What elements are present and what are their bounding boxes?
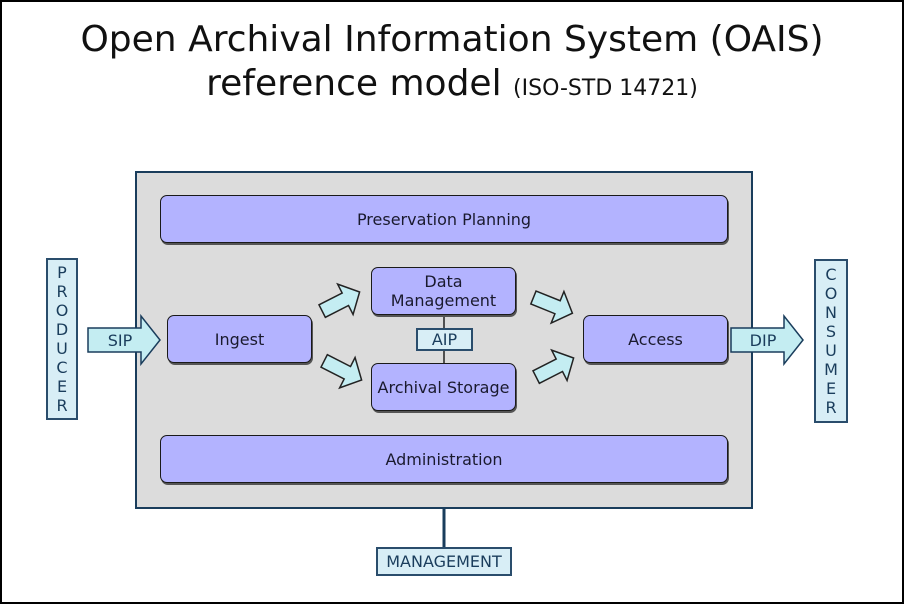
consumer-label: C O N S U M E R — [814, 259, 848, 423]
producer-label: P R O D U C E R — [46, 258, 78, 420]
producer-letter: P — [57, 263, 67, 282]
arrow-ingest-to-data-management — [317, 282, 361, 319]
producer-letter: O — [55, 301, 69, 320]
consumer-letter: S — [825, 322, 837, 341]
consumer-letter: M — [824, 360, 838, 379]
administration-box: Administration — [160, 435, 728, 483]
consumer-letter: O — [824, 284, 838, 303]
arrow-archival-storage-to-access — [531, 348, 575, 385]
arrow-ingest-to-archival-storage — [319, 353, 363, 390]
sip-arrow — [87, 313, 161, 367]
producer-letter: C — [56, 358, 68, 377]
consumer-letter: E — [825, 379, 837, 398]
consumer-letter: N — [825, 303, 837, 322]
data-management-line-2: Management — [390, 291, 497, 310]
dip-label: DIP — [749, 330, 777, 350]
title-main: reference model — [206, 63, 502, 104]
title-line-2: reference model (ISO-STD 14721) — [0, 62, 904, 111]
preservation-planning-box: Preservation Planning — [160, 195, 728, 243]
aip-label: AIP — [416, 328, 473, 351]
dip-arrow — [730, 313, 804, 367]
consumer-letter: U — [825, 341, 837, 360]
management-label: MANAGEMENT — [376, 547, 512, 576]
access-box: Access — [583, 315, 728, 363]
title-subtitle: (ISO-STD 14721) — [513, 76, 698, 101]
consumer-letter: R — [825, 398, 837, 417]
producer-letter: R — [56, 282, 68, 301]
diagram-title: Open Archival Information System (OAIS) … — [0, 18, 904, 111]
data-management-line-1: Data — [424, 272, 463, 291]
data-management-box: Data Management — [371, 267, 516, 315]
archival-storage-box: Archival Storage — [371, 363, 516, 411]
arrow-data-management-to-access — [529, 289, 574, 325]
ingest-box: Ingest — [167, 315, 312, 363]
title-line-1: Open Archival Information System (OAIS) — [80, 19, 824, 60]
producer-letter: R — [56, 396, 68, 415]
producer-letter: U — [56, 339, 68, 358]
consumer-letter: C — [825, 265, 837, 284]
producer-letter: D — [55, 320, 69, 339]
producer-letter: E — [56, 377, 68, 396]
sip-label: SIP — [107, 330, 133, 350]
